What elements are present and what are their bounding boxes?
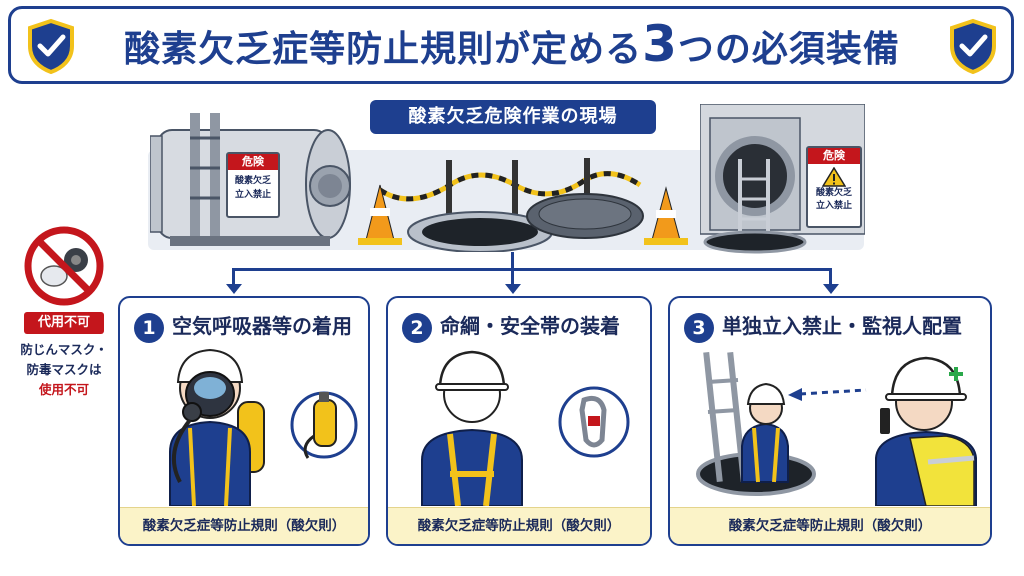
manhole-barrier-illustration bbox=[358, 158, 688, 252]
danger-sign-line: 酸素欠乏 bbox=[815, 188, 852, 198]
danger-sign-right: 危険 酸素欠乏 立入禁止 bbox=[806, 146, 862, 228]
worker-breathing-apparatus-illustration bbox=[169, 348, 265, 506]
warning-line-red: 使用不可 bbox=[38, 382, 89, 397]
danger-sign-line: 立入禁止 bbox=[815, 201, 852, 211]
card-number: 3 bbox=[684, 312, 714, 343]
arrow-down-icon bbox=[823, 284, 839, 294]
danger-sign-line: 酸素欠乏 bbox=[234, 176, 271, 186]
air-cylinder-icon bbox=[290, 391, 358, 459]
danger-sign-line: 立入禁止 bbox=[234, 190, 271, 200]
danger-sign-header: 危険 bbox=[808, 148, 860, 164]
tank-illustration bbox=[150, 113, 351, 246]
warning-badge: 代用不可 bbox=[24, 312, 104, 334]
scene-banner: 酸素欠乏危険作業の現場 bbox=[370, 100, 656, 134]
page-title: 酸素欠乏症等防止規則が定める3つの必須装備 bbox=[124, 15, 900, 73]
card-footer: 酸素欠乏症等防止規則（酸欠則） bbox=[120, 507, 368, 544]
danger-sign-left: 危険 酸素欠乏 立入禁止 bbox=[226, 152, 280, 218]
arrow-down-icon bbox=[226, 284, 242, 294]
worker-harness-illustration bbox=[421, 350, 523, 506]
watchman-illustration bbox=[875, 356, 977, 506]
arrow-down-icon bbox=[505, 284, 521, 294]
shield-check-icon bbox=[28, 18, 74, 74]
dashed-arrow-icon bbox=[788, 388, 867, 401]
danger-sign-header: 危険 bbox=[228, 154, 278, 170]
card-number: 2 bbox=[402, 312, 432, 343]
title-number: 3 bbox=[642, 15, 678, 73]
connector-line bbox=[232, 268, 832, 271]
carabiner-icon bbox=[558, 386, 630, 458]
warning-line: 防じんマスク・ bbox=[20, 342, 108, 357]
warning-line: 防毒マスクは bbox=[26, 362, 102, 377]
no-mask-icon bbox=[24, 226, 104, 306]
card-number: 1 bbox=[134, 312, 164, 343]
connector-line bbox=[511, 268, 514, 288]
connector-line bbox=[232, 268, 235, 288]
connector-line bbox=[511, 252, 514, 270]
shield-check-icon bbox=[950, 18, 996, 74]
title-bar bbox=[8, 6, 1014, 84]
green-cross-icon bbox=[949, 367, 963, 381]
card-footer: 酸素欠乏症等防止規則（酸欠則） bbox=[388, 507, 650, 544]
worker-in-manhole-illustration bbox=[696, 352, 816, 496]
connector-line bbox=[829, 268, 832, 288]
card-footer: 酸素欠乏症等防止規則（酸欠則） bbox=[670, 507, 990, 544]
warning-triangle-icon bbox=[822, 167, 846, 187]
